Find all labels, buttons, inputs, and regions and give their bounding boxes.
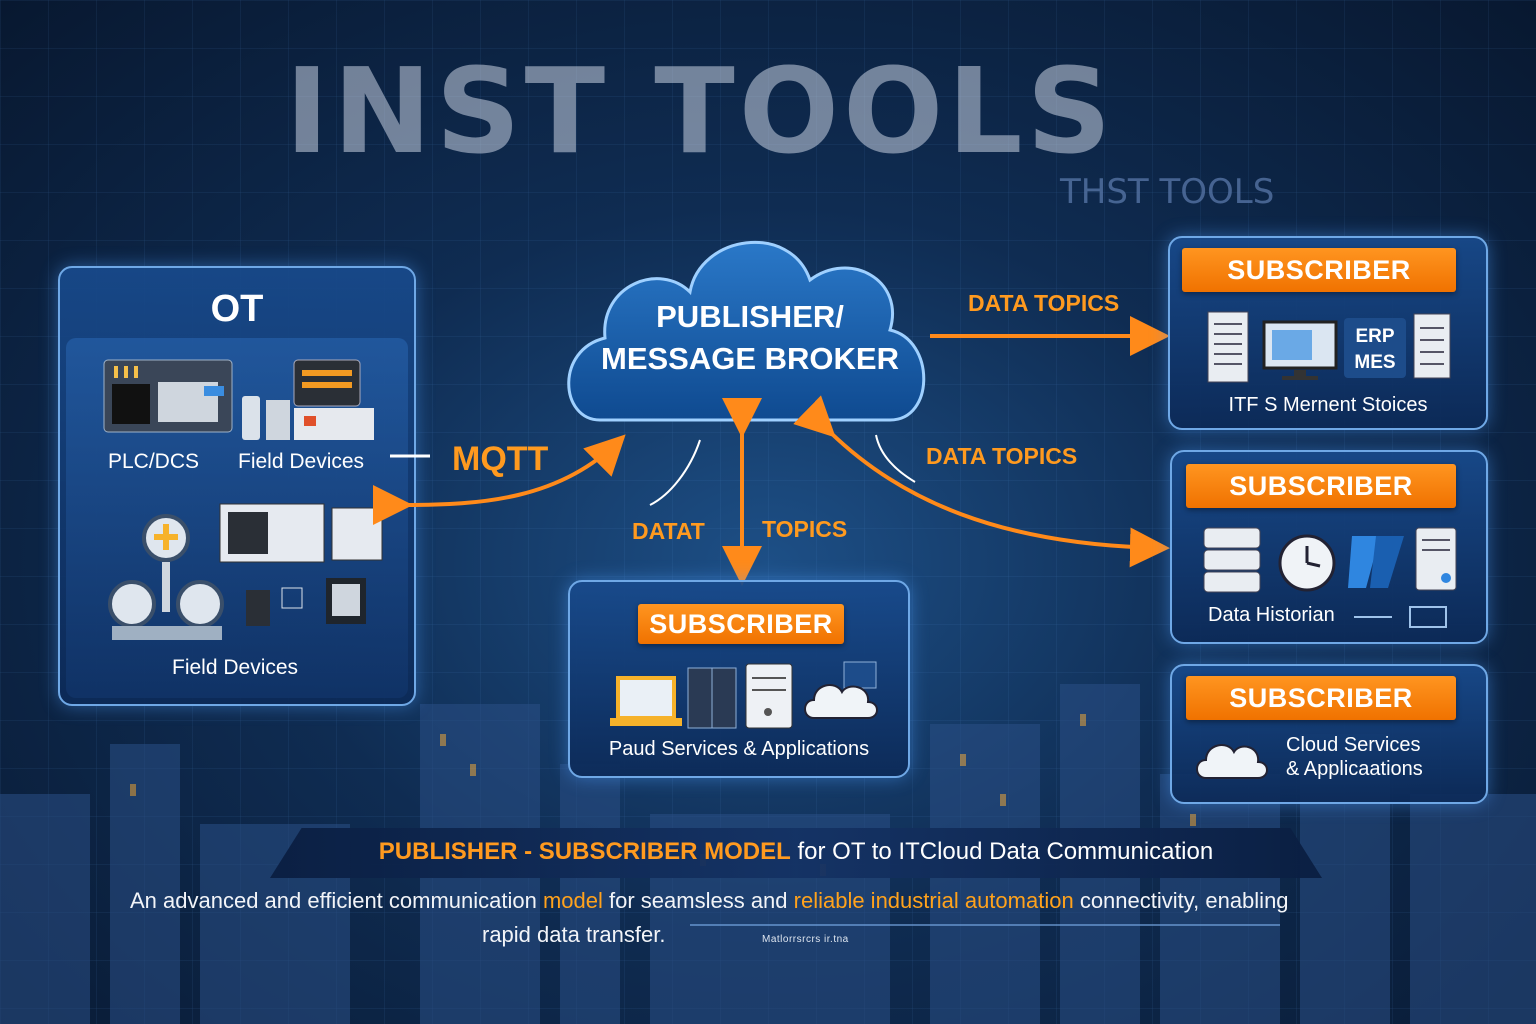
subscriber-caption: Data Historian bbox=[1208, 604, 1335, 626]
banner-rest: for OT to ITCloud Data Communication bbox=[790, 838, 1214, 865]
field-devices-label-bottom: Field Devices bbox=[172, 656, 299, 679]
subscriber-panel-historian: SUBSCRIBER Data Historian bbox=[1170, 450, 1488, 644]
desc-line-2: rapid data transfer. bbox=[482, 922, 666, 947]
subscriber-badge: SUBSCRIBER bbox=[1182, 248, 1456, 292]
subscriber-caption-1: Cloud Services bbox=[1286, 734, 1421, 756]
arrow-mid-right bbox=[793, 395, 1170, 568]
cloud-icon bbox=[1196, 744, 1268, 779]
desc-part-3: for seamsless and bbox=[602, 888, 794, 913]
subscriber-caption-2: & Applicaations bbox=[1286, 758, 1423, 780]
watermark-subtitle: THST TOOLS bbox=[1060, 172, 1275, 212]
server-icon bbox=[745, 663, 793, 729]
document-icon bbox=[1207, 311, 1249, 383]
desc-underline bbox=[690, 924, 1280, 926]
subscriber-badge: SUBSCRIBER bbox=[1186, 676, 1456, 720]
desc-part-4: reliable industrial automation bbox=[793, 888, 1074, 913]
datat-label: DATAT bbox=[632, 518, 705, 544]
desc-part-5: connectivity, enabling bbox=[1073, 888, 1289, 913]
field-devices-icon bbox=[242, 359, 374, 440]
cloud-app-icon bbox=[804, 661, 878, 719]
chart-small-icon bbox=[1354, 606, 1447, 628]
subscriber-badge: SUBSCRIBER bbox=[1186, 464, 1456, 508]
description: An advanced and efficient communication … bbox=[130, 888, 1390, 947]
plc-icon bbox=[103, 359, 233, 433]
watermark-title: INST TOOLS bbox=[285, 42, 1116, 180]
fine-print: Matlorrsrcrs ir.tna bbox=[762, 934, 849, 945]
control-cabinet-icon bbox=[219, 503, 383, 626]
desc-part-1: An advanced and efficient communication bbox=[130, 888, 543, 913]
laptop-icon bbox=[610, 676, 682, 726]
subscriber-caption: Paud Services & Applications bbox=[608, 738, 870, 760]
server-rack-icon bbox=[687, 667, 737, 729]
data-topics-mid-label: DATA TOPICS bbox=[926, 443, 1078, 469]
subscriber-panel-cloud: SUBSCRIBER Cloud Services & Applicaation… bbox=[1170, 664, 1488, 804]
mes-text: MES bbox=[1354, 352, 1396, 373]
data-topics-top-label: DATA TOPICS bbox=[968, 290, 1120, 316]
field-devices-label-top: Field Devices bbox=[238, 450, 365, 473]
ot-inner-panel: PLC/DCS Field Devices Field Devices bbox=[66, 338, 408, 698]
mqtt-label: MQTT bbox=[452, 440, 549, 478]
ot-title: OT bbox=[210, 288, 264, 330]
banner-text: PUBLISHER - SUBSCRIBER MODEL for OT to I… bbox=[270, 838, 1322, 866]
broker-title: PUBLISHER/ MESSAGE BROKER bbox=[585, 296, 915, 380]
gauges-icon bbox=[108, 514, 224, 640]
cloud-shape bbox=[567, 240, 926, 422]
broker-line2: MESSAGE BROKER bbox=[601, 341, 899, 376]
erp-text: ERP bbox=[1355, 326, 1395, 347]
desc-part-2: model bbox=[542, 888, 603, 913]
arrow-thin-2 bbox=[875, 434, 916, 483]
ot-panel: OT PLC/DCS Field Devices bbox=[58, 266, 416, 706]
topics-label: TOPICS bbox=[762, 516, 848, 542]
subscriber-panel-center: SUBSCRIBER Paud Services & Applications bbox=[568, 580, 910, 778]
broker-line1: PUBLISHER/ bbox=[656, 299, 844, 334]
server-stack-icon bbox=[1203, 527, 1261, 593]
server-tower-icon bbox=[1415, 527, 1457, 591]
plc-dcs-label: PLC/DCS bbox=[108, 450, 200, 473]
arrow-thin-1 bbox=[649, 439, 701, 506]
monitor-icon bbox=[1262, 320, 1338, 380]
arrow-mqtt bbox=[372, 434, 626, 526]
subscriber-panel-erp: SUBSCRIBER ERP MES ITF S Mernent Stoices bbox=[1168, 236, 1488, 430]
subscriber-caption: ITF S Mernent Stoices bbox=[1228, 394, 1428, 416]
model-banner: PUBLISHER - SUBSCRIBER MODEL for OT to I… bbox=[270, 828, 1322, 878]
azure-logo-icon bbox=[1348, 536, 1404, 588]
clock-icon bbox=[1278, 534, 1336, 592]
banner-highlight: PUBLISHER - SUBSCRIBER MODEL bbox=[378, 838, 791, 865]
subscriber-badge: SUBSCRIBER bbox=[638, 604, 844, 644]
report-icon bbox=[1413, 313, 1451, 379]
erp-mes-box: ERP MES bbox=[1344, 318, 1406, 378]
